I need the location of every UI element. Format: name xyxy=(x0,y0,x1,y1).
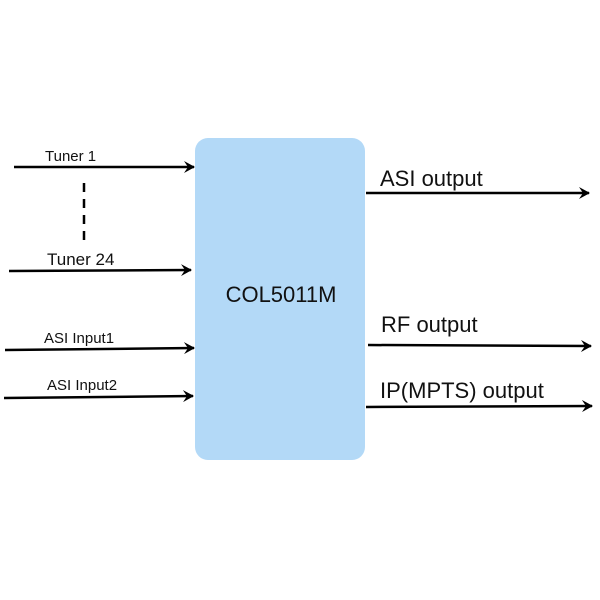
asi-output-label: ASI output xyxy=(380,166,483,191)
asi-input2-label: ASI Input2 xyxy=(47,377,117,394)
rf-output-arrow xyxy=(367,339,592,352)
tuner-24-arrow xyxy=(8,264,192,277)
tuner-24-label: Tuner 24 xyxy=(47,250,114,269)
ip-mpts-output-label: IP(MPTS) output xyxy=(380,378,544,403)
rf-output-label: RF output xyxy=(381,312,478,337)
ip-mpts-output-arrow xyxy=(365,400,593,413)
asi-input1-label: ASI Input1 xyxy=(44,330,114,347)
asi-input2-arrow xyxy=(3,390,194,403)
col5011m-block xyxy=(195,138,365,460)
block-label: COL5011M xyxy=(226,282,337,307)
asi-input1-arrow xyxy=(4,342,195,355)
tuner-1-label: Tuner 1 xyxy=(45,148,96,165)
